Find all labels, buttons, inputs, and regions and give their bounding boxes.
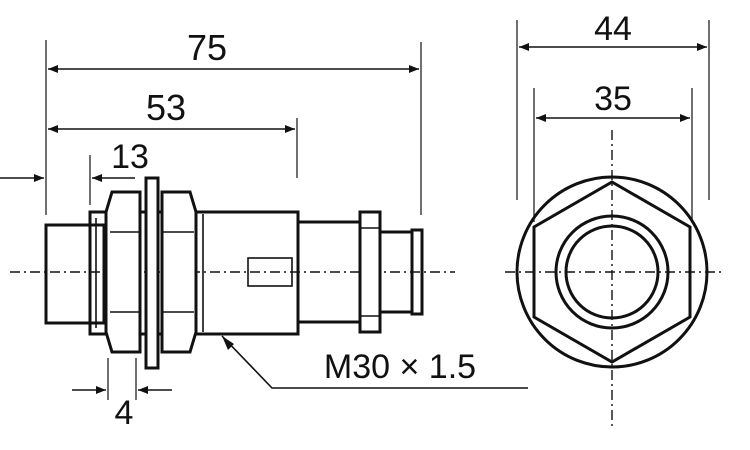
- sensor-face: [44, 223, 106, 325]
- washer-outline: [515, 175, 709, 369]
- hex-nut-outline: [532, 180, 692, 364]
- indicator-window: [247, 257, 293, 287]
- side-view: 75 53 13 4 M30 × 1.5: [0, 27, 528, 432]
- connector-tip: [410, 228, 424, 316]
- thread-spec-label: M30 × 1.5: [324, 348, 476, 386]
- end-view: 44 35: [505, 10, 722, 430]
- dim-label-nut-offset: 13: [111, 138, 149, 176]
- thread-leader-arrow: [222, 336, 234, 350]
- thread-outer-circle: [554, 214, 670, 330]
- hex-nut-right: [160, 190, 198, 354]
- dim-label-overall-length: 75: [187, 27, 227, 68]
- dim-label-across-corners: 44: [594, 10, 632, 48]
- thread-inner-circle: [564, 224, 660, 320]
- connector-flange: [358, 210, 382, 334]
- dim-label-nut-thickness: 4: [115, 394, 134, 432]
- lock-washer: [144, 176, 160, 370]
- dim-label-thread-length: 53: [146, 87, 186, 128]
- dim-label-across-flats: 35: [594, 80, 632, 118]
- hex-nut-left: [104, 190, 142, 354]
- thread-leader-line: [221, 335, 528, 389]
